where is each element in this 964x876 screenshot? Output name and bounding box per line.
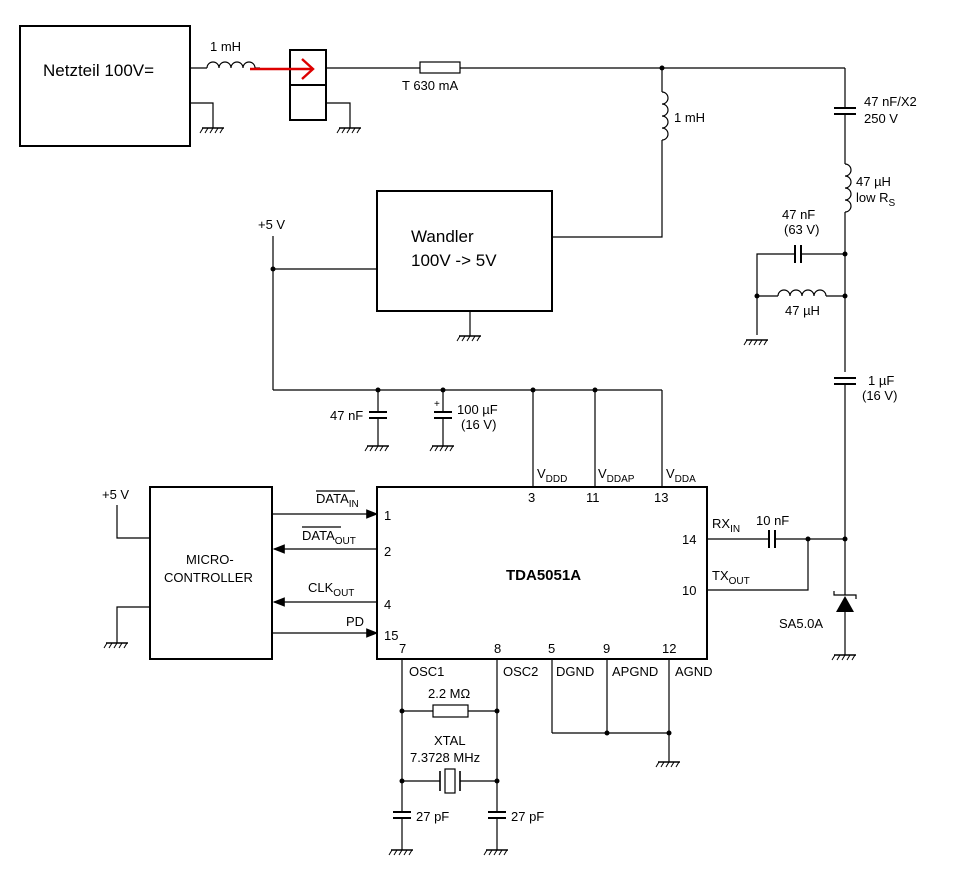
pin-3-number: 3: [528, 490, 535, 505]
pin-12-number: 12: [662, 641, 676, 656]
inductor-47uh-label-line2: low RS: [856, 190, 896, 209]
fuse-label: T 630 mA: [402, 78, 458, 93]
inductor-47uh-b-label: 47 µH: [785, 303, 820, 318]
ground-symbol: [429, 445, 455, 452]
cap-27pf-b-label: 27 pF: [511, 809, 544, 824]
ic-name-label: TDA5051A: [506, 567, 581, 584]
supply-choke-inductor: [661, 91, 669, 141]
ground-symbol: [655, 761, 681, 768]
microcontroller-block: [149, 486, 273, 660]
tvs-diode-icon: [836, 596, 854, 612]
tvs-diode-label: SA5.0A: [779, 616, 823, 631]
microcontroller-label-line2: CONTROLLER: [164, 570, 253, 585]
pin-8-number: 8: [494, 641, 501, 656]
power-supply-label: Netzteil 100V=: [43, 61, 154, 80]
pin-5-number: 5: [548, 641, 555, 656]
cap-27pf-a-label: 27 pF: [416, 809, 449, 824]
ground-symbol: [364, 445, 390, 452]
pin-1-number: 1: [384, 508, 391, 523]
cap-1uf-label-line2: (16 V): [862, 388, 897, 403]
input-choke-inductor: [206, 61, 256, 69]
pin-10-number: 10: [682, 583, 696, 598]
ground-symbol: [103, 642, 129, 649]
resistor-label: 2.2 MΩ: [428, 686, 471, 701]
decoupling-47nf-label: 47 nF: [330, 408, 363, 423]
cap-x2-label-line2: 250 V: [864, 111, 898, 126]
pin-9-number: 9: [603, 641, 610, 656]
pin-13-number: 13: [654, 490, 668, 505]
pin-pd-label: PD: [346, 614, 364, 629]
fuse: [419, 61, 461, 74]
pin-clk-out-label: CLKOUT: [308, 580, 354, 599]
pin-osc1-label: OSC1: [409, 664, 444, 679]
microcontroller-label-line1: MICRO-: [186, 552, 234, 567]
pin-vddd-label: VDDD: [537, 466, 567, 485]
cap-47nf-label-line1: 47 nF: [782, 207, 815, 222]
converter-label-line1: Wandler: [411, 227, 474, 246]
power-supply-block: [19, 25, 191, 147]
cap-10nf-label: 10 nF: [756, 513, 789, 528]
vcc-mcu-label: +5 V: [102, 487, 129, 502]
pin-vdda-label: VDDA: [666, 466, 696, 485]
ground-symbol: [831, 654, 857, 661]
crystal-xtal: [444, 768, 456, 794]
highlight-arrow-head-icon: [301, 58, 315, 80]
pin-7-number: 7: [399, 641, 406, 656]
pin-dgnd-label: DGND: [556, 664, 594, 679]
pin-agnd-label: AGND: [675, 664, 713, 679]
pin-rx-in-label: RXIN: [712, 516, 740, 535]
pin-14-number: 14: [682, 532, 696, 547]
inductor-47uh-low-rs: [844, 163, 852, 213]
ground-symbol: [199, 127, 225, 134]
decoupling-100uf-label-line2: (16 V): [461, 417, 496, 432]
supply-choke-label: 1 mH: [674, 110, 705, 125]
polarity-plus-sign: +: [434, 399, 440, 410]
pin-tx-out-label: TXOUT: [712, 568, 750, 587]
ground-symbol: [456, 335, 482, 342]
cap-1uf-label-line1: 1 µF: [868, 373, 894, 388]
ground-symbol: [336, 127, 362, 134]
crystal-label-line2: 7.3728 MHz: [410, 750, 480, 765]
crystal-label-line1: XTAL: [434, 733, 466, 748]
ic-tda5051a: [376, 486, 708, 660]
vcc-top-label: +5 V: [258, 217, 285, 232]
converter-label-line2: 100V -> 5V: [411, 251, 497, 270]
ground-symbol: [483, 849, 509, 856]
cap-47nf-label-line2: (63 V): [784, 222, 819, 237]
inductor-47uh-label-line1: 47 µH: [856, 174, 891, 189]
pin-vddap-label: VDDAP: [598, 466, 635, 485]
pin-11-number: 11: [586, 490, 600, 505]
pin-4-number: 4: [384, 597, 391, 612]
pin-data-in-label: DATAIN: [316, 491, 359, 510]
inductor-47uh-b: [777, 289, 827, 297]
ground-symbol: [743, 339, 769, 346]
pin-apgnd-label: APGND: [612, 664, 658, 679]
decoupling-100uf-label-line1: 100 µF: [457, 402, 498, 417]
resistor-2m2: [432, 704, 469, 718]
cap-x2-label-line1: 47 nF/X2: [864, 94, 917, 109]
input-choke-label: 1 mH: [210, 39, 241, 54]
pin-15-number: 15: [384, 628, 398, 643]
converter-block: [376, 190, 553, 312]
pin-osc2-label: OSC2: [503, 664, 538, 679]
ground-symbol: [388, 849, 414, 856]
pin-data-out-label: DATAOUT: [302, 528, 356, 547]
pin-2-number: 2: [384, 544, 391, 559]
